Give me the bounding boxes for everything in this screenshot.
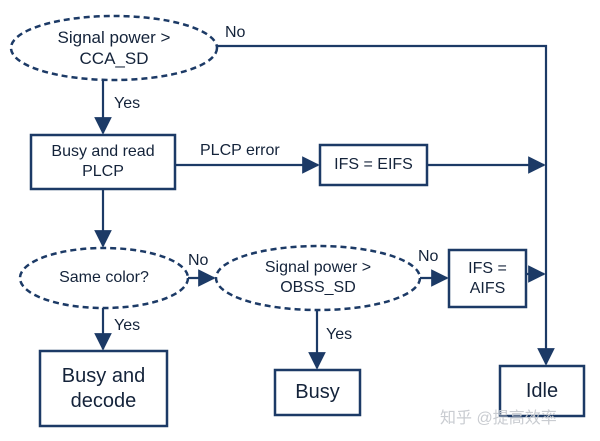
- box-idle-shape: [498, 364, 586, 418]
- decision-same-color: Same color?: [59, 269, 149, 286]
- edge-label-plcp-error: PLCP error: [200, 142, 280, 159]
- box-idle: Idle: [525, 379, 559, 402]
- edge-label-cca-yes: Yes: [114, 95, 141, 112]
- edge-label-color-no: No: [188, 252, 209, 269]
- box-ifs-aifs-shape: [447, 248, 528, 309]
- edge-label-cca-no: No: [225, 24, 246, 41]
- decision-signal-obss: Signal power > OBSS_SD: [264, 259, 372, 296]
- box-busy: Busy: [295, 381, 340, 403]
- box-ifs-aifs: IFS = AIFS: [468, 259, 507, 297]
- box-busy-decode: Busy and decode: [61, 364, 146, 412]
- box-busy-shape: [273, 368, 362, 417]
- edge-cca-no: [217, 44, 555, 366]
- decision-signal-cca: Signal power > CCA_SD: [57, 27, 171, 68]
- box-busy-read: Busy and read PLCP: [51, 143, 155, 180]
- edge-label-obss-no: No: [418, 248, 439, 265]
- decision-signal-cca-shape: [9, 14, 219, 82]
- box-ifs-eifs: IFS = EIFS: [334, 156, 413, 173]
- watermark: 知乎 @提高效率: [440, 410, 557, 427]
- edge-label-color-yes: Yes: [114, 317, 141, 334]
- edge-label-obss-yes: Yes: [326, 326, 353, 343]
- box-busy-decode-shape: [38, 349, 169, 428]
